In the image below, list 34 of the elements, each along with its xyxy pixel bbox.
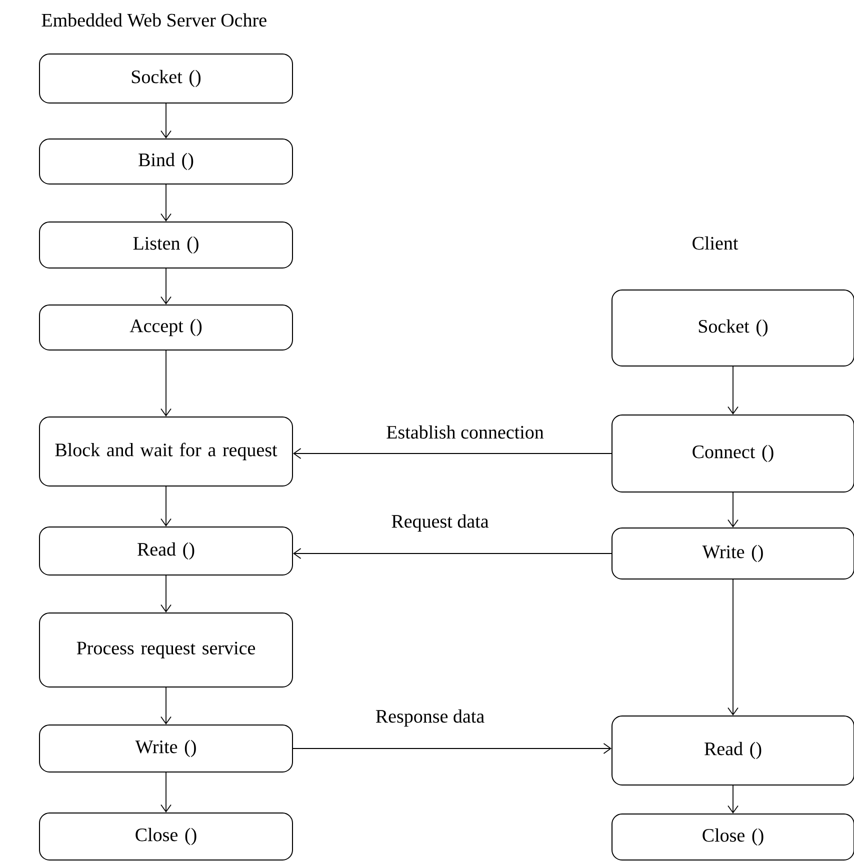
process-box: Close () (39, 812, 293, 860)
process-box: Listen () (39, 222, 293, 268)
edge-label: Response data (374, 708, 486, 728)
arrow (728, 492, 738, 528)
arrow (160, 772, 172, 812)
process-box: Process request service (39, 612, 293, 688)
process-box: Accept () (39, 304, 293, 350)
process-box: Write () (612, 528, 854, 580)
arrow (160, 687, 172, 724)
arrow (160, 103, 172, 138)
arrow (728, 366, 738, 414)
process-box: Read () (612, 716, 854, 786)
process-box: Socket () (612, 290, 854, 366)
title: Embedded Web Server Ochre (42, 13, 266, 27)
arrow (160, 575, 172, 612)
arrow (160, 486, 172, 526)
process-box: Write () (39, 724, 293, 772)
arrow (160, 350, 172, 416)
arrow (293, 548, 612, 559)
arrow (160, 184, 172, 222)
edge-label: Establish connection (385, 424, 545, 440)
process-box: Connect () (612, 414, 854, 492)
arrow (728, 579, 738, 716)
process-box: Block and wait for a request (39, 416, 293, 486)
process-box: Bind () (39, 138, 293, 184)
edge-label: Request data (390, 513, 490, 533)
process-box: Socket () (39, 54, 293, 104)
arrow (292, 743, 612, 754)
arrow (160, 268, 172, 304)
arrow (293, 448, 612, 459)
column-label: Client (692, 236, 738, 250)
arrow (728, 785, 738, 814)
process-box: Read () (39, 526, 293, 576)
process-box: Close () (612, 814, 854, 860)
